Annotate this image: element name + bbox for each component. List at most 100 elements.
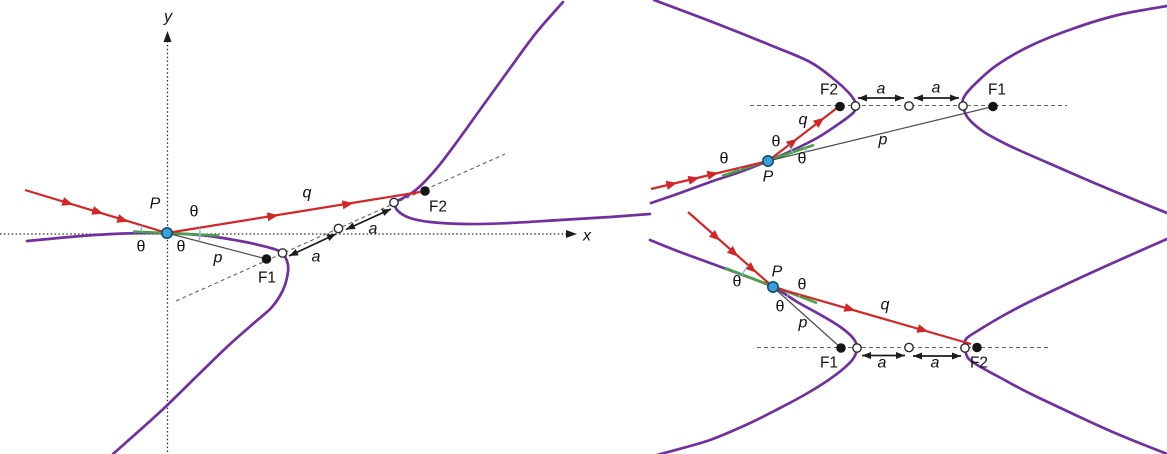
reflected-ray-q [166,190,421,235]
dimension-arrow-a-arrow-icon [913,352,922,360]
label-point_p: P [763,169,774,186]
incident-ray-arrow-icon [708,230,721,241]
angle-arc [798,294,801,298]
label-seg_q: q [881,297,890,314]
label-point_p: P [772,264,783,281]
incident-ray-arrow-icon [116,214,129,223]
hyperbola-branch-left [648,238,859,454]
vertex-circle [850,101,861,111]
incident-ray-arrow-icon [706,170,719,180]
incident-ray-arrow-icon [687,175,700,185]
segment-p [166,232,267,260]
reflected-ray-q [767,107,838,162]
label-seg_q: q [303,185,312,202]
dimension-arrow-a-arrow-icon [914,94,923,102]
label-focus2: F2 [820,82,838,99]
dimension-arrow-a-arrow-icon [952,352,961,360]
label-seg_p: p [798,315,808,332]
label-a_right: a [932,80,941,97]
diagram-main: y x Pθ θ θ p q a aF1 F2 [0,0,652,454]
dimension-arrow-a-arrow-icon [895,94,904,102]
label-a_left: a [877,81,886,98]
dimension-arrow-a-arrow-icon [289,249,299,256]
reflected-ray-q-arrow-icon [266,212,279,222]
focus-f1-dot [988,101,998,112]
reflected-ray-q-arrow-icon [341,200,354,210]
label-seg_q: q [799,112,808,129]
reflected-ray-q-arrow-icon [916,324,929,333]
point-p-dot [766,280,779,293]
reflected-ray-q [772,285,972,346]
dimension-arrow-a-arrow-icon [326,234,336,241]
vertex-circle [852,343,862,353]
label-focus1: F1 [988,82,1006,99]
reflected-ray-q-arrow-icon [812,117,825,128]
center-circle [333,223,344,234]
vertex-circle [958,101,968,111]
dimension-arrow-a-arrow-icon [346,222,356,230]
vertex-circle [277,248,288,258]
label-focus1: F1 [258,270,276,287]
label-seg_p: p [213,250,223,267]
hyperbola-branch-right [963,237,1167,454]
focus-f2-dot [972,342,982,353]
incident-ray-arrow-icon [61,197,74,206]
angle-arc [788,144,794,153]
label-y_axis: y [163,9,173,26]
label-theta_left: θ [733,274,742,291]
point-p-dot [761,155,774,168]
label-theta_left: θ [137,239,146,256]
center-circle [904,101,914,111]
segment-p [767,105,994,162]
label-a_inner: a [312,249,321,266]
reflected-ray-q-arrow-icon [843,303,856,312]
x-axis-arrow-icon [566,230,577,238]
label-a_right: a [931,355,940,372]
vertex-circle [960,343,970,353]
label-point_p: P [150,196,161,213]
focus-f1-dot [836,343,846,353]
focus-f1-dot [261,254,272,264]
label-theta_right: θ [798,151,807,168]
vertex-circle [389,197,399,208]
label-theta_upper: θ [190,204,199,221]
label-focus2: F2 [429,199,447,216]
dimension-arrow-a-arrow-icon [862,352,871,359]
label-theta_lower: θ [177,239,186,256]
label-a_left: a [878,355,887,372]
dimension-arrow-a-arrow-icon [381,209,391,216]
angle-arc [785,292,790,299]
focus-f2-dot [835,101,845,112]
label-focus2: F2 [970,355,988,372]
label-a_outer: a [369,221,378,238]
angle-arc [140,225,143,232]
angle-arc [805,147,808,152]
hyperbola-branch-left [649,0,859,205]
angle-arc [739,167,742,171]
incident-ray-arrow-icon [91,206,104,215]
dimension-arrow-a-arrow-icon [896,352,905,359]
angle-arc [741,264,749,276]
label-theta_right: θ [798,277,807,294]
segment-p [772,286,842,349]
focus-f2-dot [420,186,430,196]
label-theta_upper: θ [772,134,781,151]
label-theta_lower: θ [776,299,785,316]
label-x_axis: x [582,228,592,245]
dimension-arrow-a-arrow-icon [950,94,959,102]
incident-ray-arrow-icon [726,246,739,257]
reflected-ray-q-arrow-icon [785,138,798,149]
dimension-arrow-a-arrow-icon [858,94,867,102]
tangent-line [132,230,220,237]
label-seg_p: p [878,132,888,149]
incident-ray-arrow-icon [744,262,757,273]
incident-ray-arrow-icon [665,180,678,190]
hyperbola-branch-right [393,0,652,226]
angle-arc [198,234,201,242]
label-focus1: F1 [820,355,838,372]
hyperbola-branch-left [25,231,290,454]
label-theta_left: θ [720,151,729,168]
point-p-dot [161,227,174,240]
